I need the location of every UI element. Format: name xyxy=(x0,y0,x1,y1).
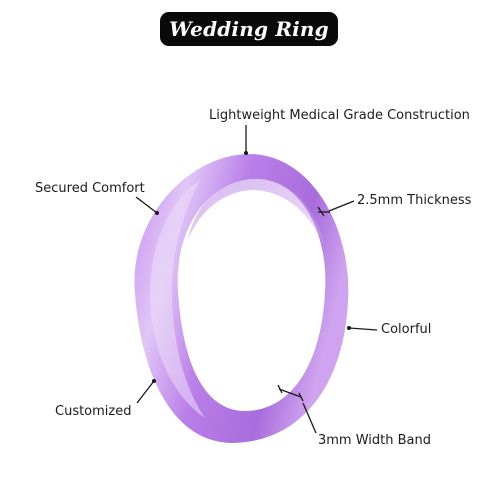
callout-secured-comfort: Secured Comfort xyxy=(35,181,145,196)
callout-colorful: Colorful xyxy=(381,322,432,337)
ring-inner-surface xyxy=(188,178,324,245)
callout-lightweight: Lightweight Medical Grade Construction xyxy=(209,108,470,123)
leader-lines xyxy=(135,125,378,434)
page-title: Wedding Ring xyxy=(169,17,329,41)
ring-highlight xyxy=(149,180,205,418)
ring-band xyxy=(134,154,349,443)
callout-customized: Customized xyxy=(55,404,132,419)
callout-width-band: 3mm Width Band xyxy=(318,433,432,448)
leader-dots xyxy=(152,151,351,383)
title-badge: Wedding Ring xyxy=(160,12,338,46)
callout-thickness: 2.5mm Thickness xyxy=(357,193,472,208)
